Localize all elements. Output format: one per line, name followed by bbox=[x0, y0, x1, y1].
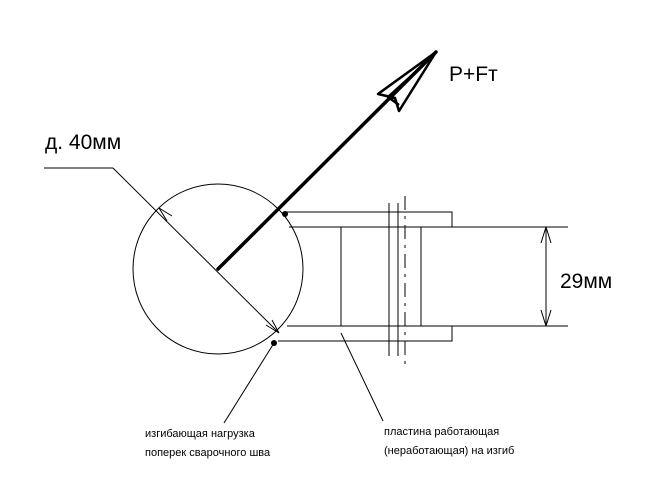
note-right-leader bbox=[340, 332, 384, 422]
force-label: P+Fт bbox=[449, 63, 498, 86]
gap-label: 29мм bbox=[560, 270, 612, 293]
note-right-line1: пластина работающая bbox=[384, 426, 499, 438]
note-right-line2: (неработающая) на изгиб bbox=[384, 445, 514, 457]
gap-arrow-upper bbox=[540, 226, 552, 244]
force-vector-line bbox=[216, 50, 438, 271]
diameter-arrow-lower bbox=[265, 319, 280, 334]
note-left-line2: поперек сварочного шва bbox=[145, 447, 271, 459]
tube-circle bbox=[132, 183, 304, 355]
lower-plate bbox=[278, 325, 453, 342]
diameter-dimension-line bbox=[112, 167, 280, 334]
note-left-line1: изгибающая нагрузка bbox=[145, 428, 256, 440]
diameter-label: д. 40мм bbox=[45, 131, 121, 154]
gap-arrow-lower bbox=[540, 309, 552, 327]
force-vector-arrowhead bbox=[376, 50, 438, 113]
note-left-leader bbox=[223, 342, 275, 424]
diameter-arrow-upper bbox=[158, 207, 173, 222]
weld-point-upper bbox=[282, 211, 288, 217]
upper-plate bbox=[285, 211, 453, 228]
